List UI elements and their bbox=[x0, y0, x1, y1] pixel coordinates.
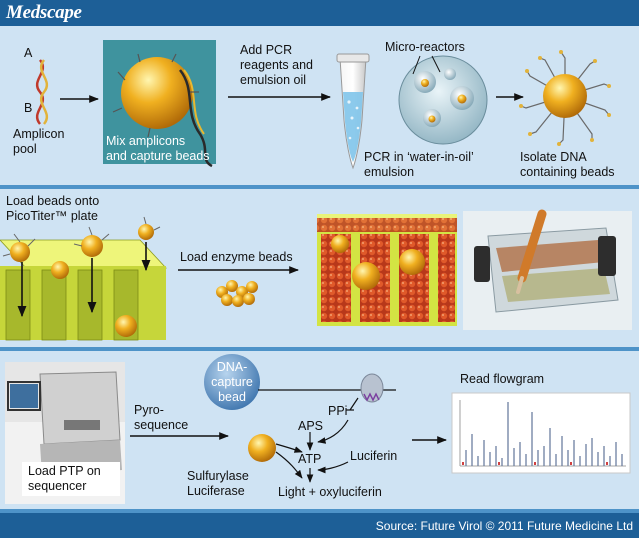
read-flowgram-label: Read flowgram bbox=[460, 372, 545, 386]
micro-reactors-label: Micro-reactors bbox=[385, 40, 465, 54]
medscape-logo: Medscape bbox=[6, 2, 82, 23]
footer-bar: Source: Future Virol © 2011 Future Medic… bbox=[0, 513, 639, 538]
emulsion-dish-icon bbox=[398, 55, 488, 145]
light-label: Light + oxyluciferin bbox=[278, 485, 382, 499]
source-credit: Source: Future Virol © 2011 Future Medic… bbox=[375, 519, 633, 533]
ppi-label: PPi bbox=[328, 404, 348, 418]
divider bbox=[0, 509, 639, 513]
divider bbox=[0, 185, 639, 189]
caption-box bbox=[22, 462, 120, 496]
pointer-line bbox=[412, 55, 421, 75]
capture-bead-image bbox=[103, 40, 216, 168]
pcr-emulsion-label: PCR in ‘water-in-oil’emulsion bbox=[364, 150, 474, 179]
picotiter-plate-icon bbox=[0, 216, 167, 341]
pyro-sequence-label: Pyro-sequence bbox=[134, 403, 189, 432]
load-enzyme-label: Load enzyme beads bbox=[180, 250, 293, 264]
pointer-line bbox=[431, 55, 441, 73]
flowgram-image bbox=[451, 392, 631, 474]
label-a: A bbox=[24, 46, 33, 60]
divider bbox=[0, 347, 639, 351]
plate-photo bbox=[463, 209, 632, 330]
luciferin-label: Luciferin bbox=[350, 449, 398, 463]
label-b: B bbox=[24, 101, 33, 115]
dna-strand-icon bbox=[35, 59, 49, 125]
enzyme-beads-icon bbox=[216, 280, 258, 307]
reaction-scheme bbox=[204, 354, 396, 483]
dna-bead-icon bbox=[519, 50, 611, 146]
aps-label: APS bbox=[298, 419, 324, 433]
pcr-tube-icon bbox=[336, 53, 370, 170]
header-bar: Medscape bbox=[0, 0, 639, 26]
loaded-plate-icon bbox=[317, 214, 457, 326]
atp-label: ATP bbox=[298, 452, 322, 466]
